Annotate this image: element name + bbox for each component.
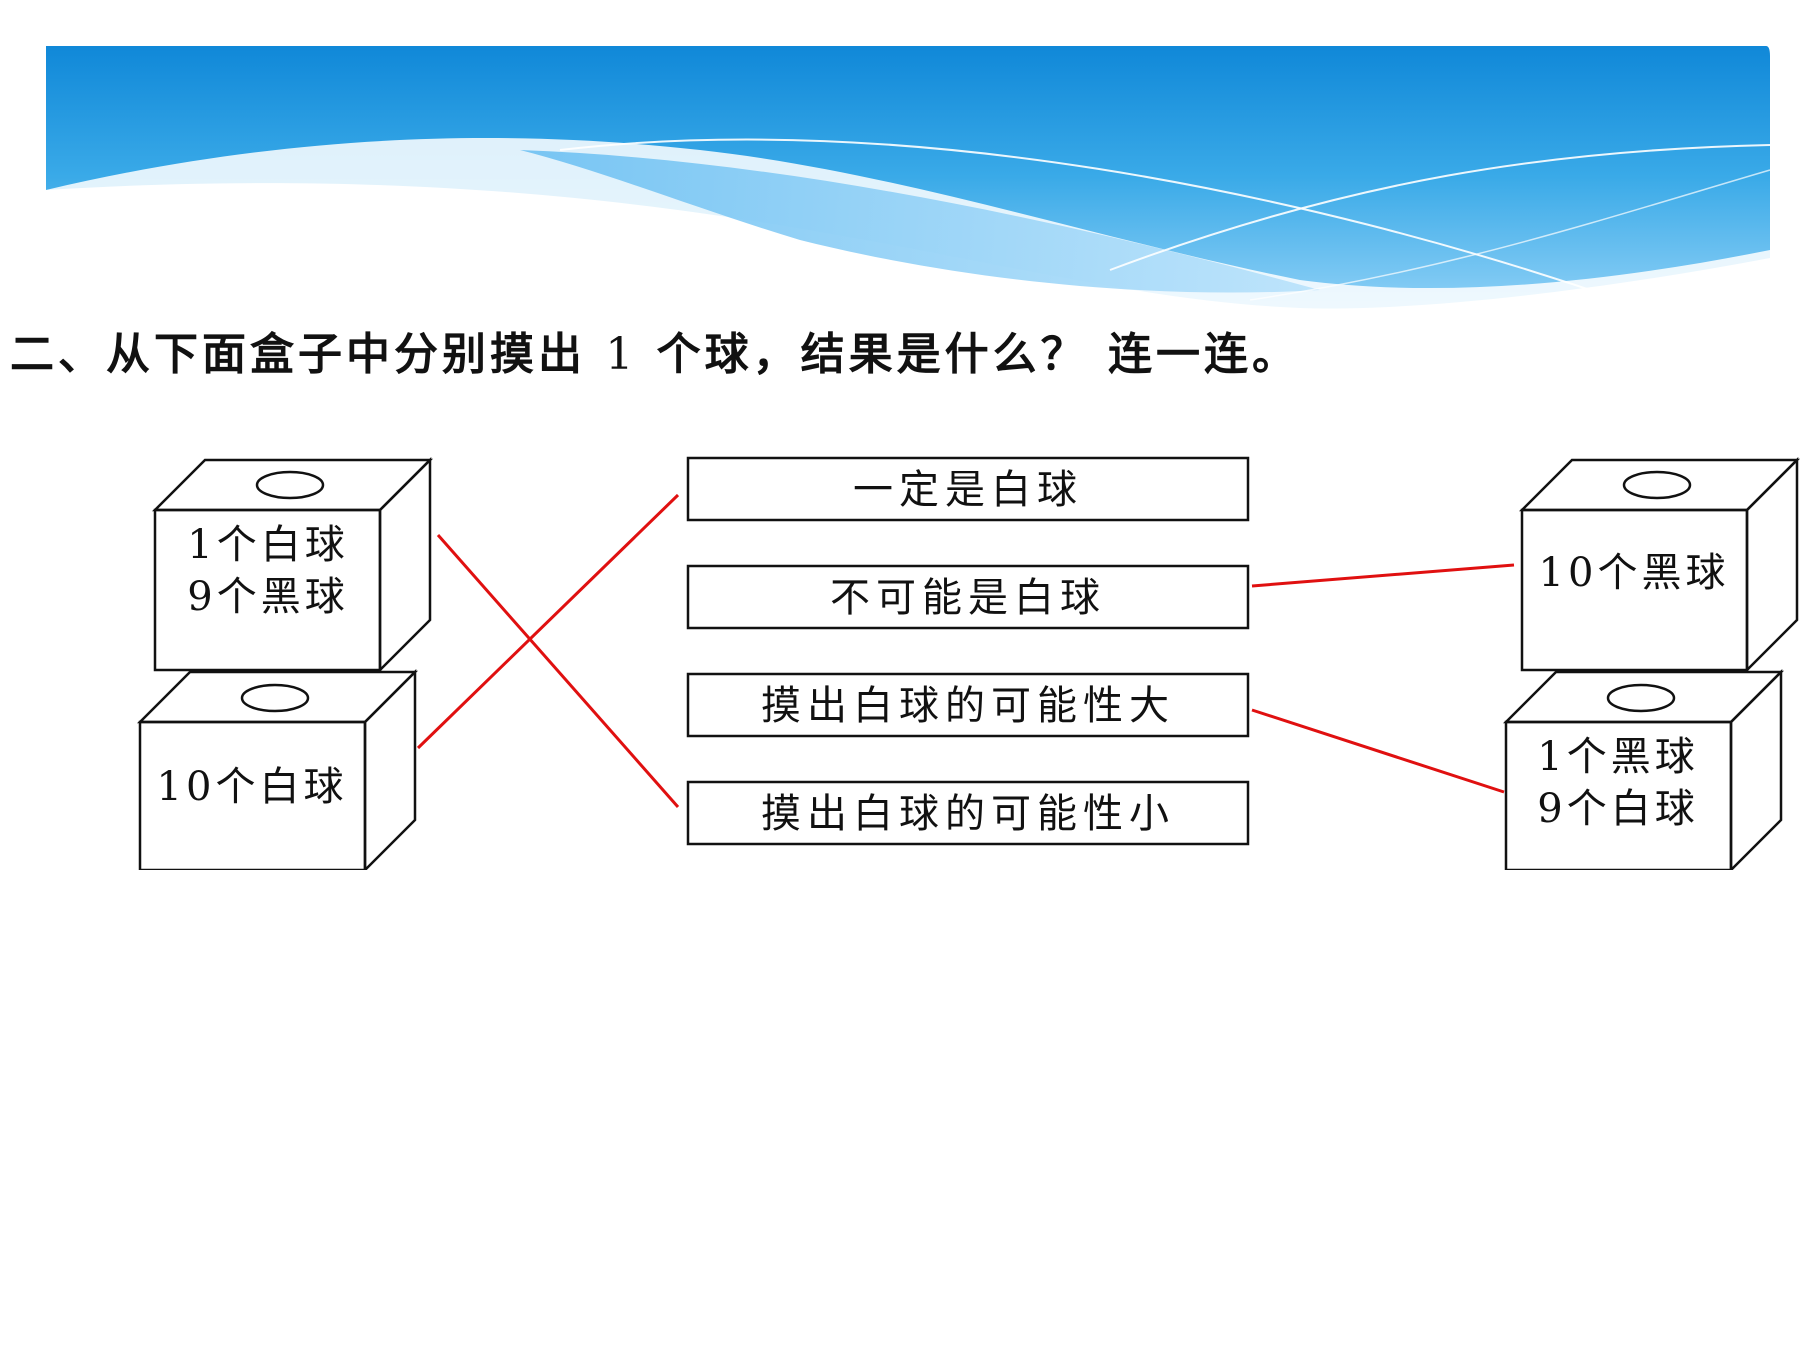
left-box-2-line-1: 10个白球 [157, 764, 348, 810]
question-suffix: 个球，结果是什么？ 连一连。 [656, 329, 1300, 380]
left-box-2 [136, 668, 419, 870]
option-label-4: 摸出白球的可能性小 [761, 791, 1175, 837]
box-opening-icon [1622, 470, 1692, 500]
option-box-2[interactable] [686, 564, 1250, 630]
connector-line [436, 534, 680, 808]
right-box-2-line-2: 9个白球 [1537, 786, 1698, 832]
matching-diagram: 1个白球 9个黑球 10个白球 10个黑球 1个黑球 9个白球 一定是白球 不可… [136, 456, 1800, 870]
box-opening-icon [240, 683, 310, 713]
right-box-2 [1502, 668, 1785, 870]
header-banner [46, 46, 1771, 311]
option-box-4[interactable] [686, 780, 1250, 846]
connector-line [1251, 563, 1515, 588]
right-box-2-line-1: 1个黑球 [1537, 734, 1698, 780]
box-opening-icon [255, 470, 325, 500]
question-prefix: 二、从下面盒子中分别摸出 [10, 329, 586, 380]
option-box-1[interactable] [686, 456, 1250, 522]
connector-line [416, 493, 680, 750]
left-box-1 [151, 456, 434, 674]
connector-line [1251, 708, 1505, 794]
left-box-1-line-1: 1个白球 [187, 522, 348, 568]
question-number: 1 [605, 329, 638, 380]
option-label-3: 摸出白球的可能性大 [761, 683, 1175, 729]
right-box-1 [1518, 456, 1800, 674]
option-label-2: 不可能是白球 [830, 575, 1106, 621]
right-box-1-line-1: 10个黑球 [1539, 550, 1730, 596]
option-label-1: 一定是白球 [853, 467, 1083, 513]
question-text: 二、从下面盒子中分别摸出 1 个球，结果是什么？ 连一连。 [10, 318, 1300, 382]
option-box-3[interactable] [686, 672, 1250, 738]
left-box-1-line-2: 9个黑球 [187, 574, 348, 620]
box-opening-icon [1606, 683, 1676, 713]
